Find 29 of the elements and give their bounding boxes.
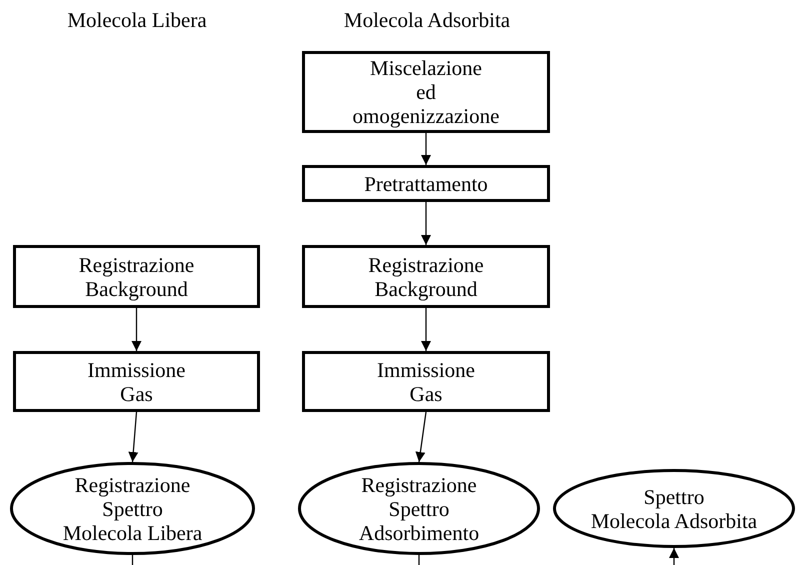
arrow (128, 412, 138, 462)
connector-line (418, 555, 420, 565)
node-label: Miscelazione ed omogenizzazione (352, 56, 500, 128)
arrow (421, 133, 431, 165)
arrow (415, 412, 427, 462)
process-box (302, 165, 550, 202)
column-heading: Molecola Adsorbita (344, 8, 510, 33)
process-box (302, 245, 550, 308)
process-ellipse (10, 462, 255, 555)
arrow (132, 308, 142, 351)
process-box (302, 51, 550, 133)
node-label: Immissione Gas (377, 358, 475, 406)
node-label: Registrazione Spettro Molecola Libera (62, 472, 202, 544)
node-label: Registrazione Background (368, 252, 484, 300)
arrow (421, 308, 431, 351)
arrow (669, 548, 679, 565)
process-box (13, 245, 260, 308)
node-label: Registrazione Spettro Adsorbimento (358, 472, 480, 544)
node-label: Immissione Gas (88, 358, 186, 406)
connector-line (132, 555, 134, 565)
column-heading: Molecola Libera (67, 8, 207, 33)
node-label: Spettro Molecola Adsorbita (590, 484, 758, 532)
node-label: Registrazione Background (78, 252, 194, 300)
process-box (302, 351, 550, 412)
process-ellipse (298, 462, 540, 555)
arrow (421, 202, 431, 245)
process-ellipse (553, 469, 795, 548)
process-box (13, 351, 260, 412)
node-label: Pretrattamento (364, 172, 488, 196)
